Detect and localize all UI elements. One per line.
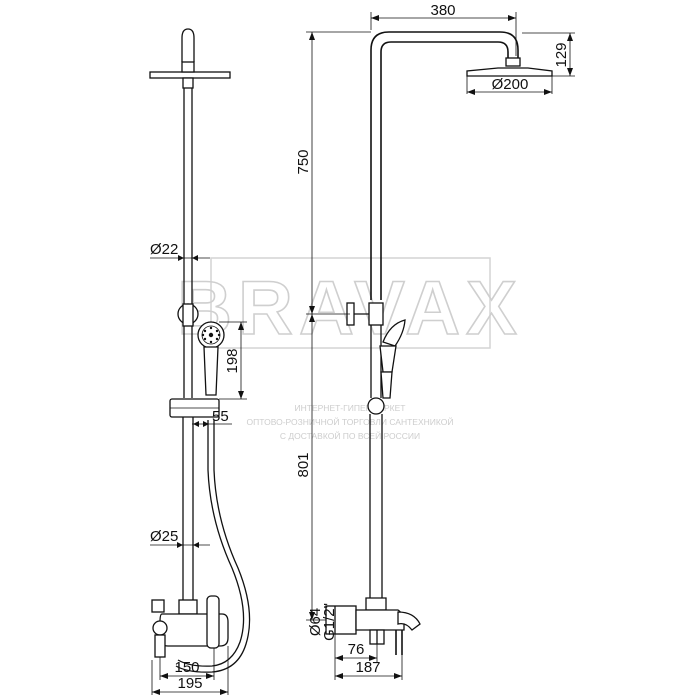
dim-overhead-reach: 380: [430, 2, 455, 19]
side-mixer-body: [355, 609, 405, 631]
front-top-stem: [181, 28, 195, 62]
side-coupling: [368, 302, 384, 326]
dim-head-height: 129: [553, 42, 570, 67]
watermark-line-3: С ДОСТАВКОЙ ПО ВСЕЙ РОССИИ: [280, 430, 420, 441]
side-hand-shower: [379, 319, 406, 399]
side-hand-shower-head: [382, 319, 406, 347]
dim-thread: G1/2": [321, 603, 338, 641]
side-overhead-arm: [370, 31, 519, 300]
side-mixer-diverter: [365, 597, 387, 611]
dim-mixer-depth: 187: [355, 659, 380, 676]
side-dimensions: 380 129 Ø200 750 801 Ø64 G1/2": [295, 2, 575, 680]
dim-upper-pipe-length: 750: [295, 149, 312, 174]
front-mixer-lever: [206, 595, 220, 649]
front-mixer: [151, 595, 229, 658]
front-left-inlet-stem: [154, 634, 166, 658]
dim-head-diameter: Ø200: [492, 76, 529, 93]
side-hand-shower-handle: [380, 371, 393, 399]
dim-front-pipe-diameter-lower: Ø25: [150, 528, 178, 545]
front-mixer-upper: [178, 599, 198, 615]
side-mixer: [325, 597, 421, 655]
front-hose: [177, 420, 245, 667]
dim-side-offset: 76: [348, 641, 365, 658]
dim-cover-diameter: Ø64: [307, 608, 324, 636]
side-rain-head: [466, 67, 553, 77]
front-dimensions: Ø22 198 55 Ø25 150 195: [150, 241, 247, 695]
dim-holder-offset: 55: [212, 408, 229, 425]
side-head-connector: [505, 57, 521, 67]
side-spout: [397, 611, 421, 631]
front-rain-head-neck: [181, 61, 195, 73]
dim-lower-pipe-length: 801: [295, 452, 312, 477]
side-view: [325, 31, 553, 655]
front-rain-head: [149, 71, 231, 79]
front-view: [149, 28, 251, 673]
front-head-connector: [182, 77, 194, 89]
dim-handshower-length: 198: [224, 348, 241, 373]
dim-front-pipe-diameter-upper: Ø22: [150, 241, 178, 258]
front-hand-shower: [197, 321, 225, 396]
watermark: BRAVAX ИНТЕРНЕТ-ГИПЕРМАРКЕТ ОПТОВО-РОЗНИ…: [176, 257, 518, 441]
side-slider: [367, 397, 385, 415]
dim-mixer-width: 195: [177, 675, 202, 692]
watermark-line-2: ОПТОВО-РОЗНИЧНОЙ ТОРГОВЛИ САНТЕХНИКОЙ: [247, 416, 454, 427]
front-left-cover: [151, 599, 165, 613]
front-hand-shower-handle: [203, 346, 219, 396]
front-coupling-sleeve: [182, 303, 194, 327]
watermark-frame: [210, 257, 491, 349]
dim-connection-spacing: 150: [174, 659, 199, 676]
watermark-line-1: ИНТЕРНЕТ-ГИПЕРМАРКЕТ: [295, 403, 406, 413]
front-left-inlet: [152, 620, 168, 636]
